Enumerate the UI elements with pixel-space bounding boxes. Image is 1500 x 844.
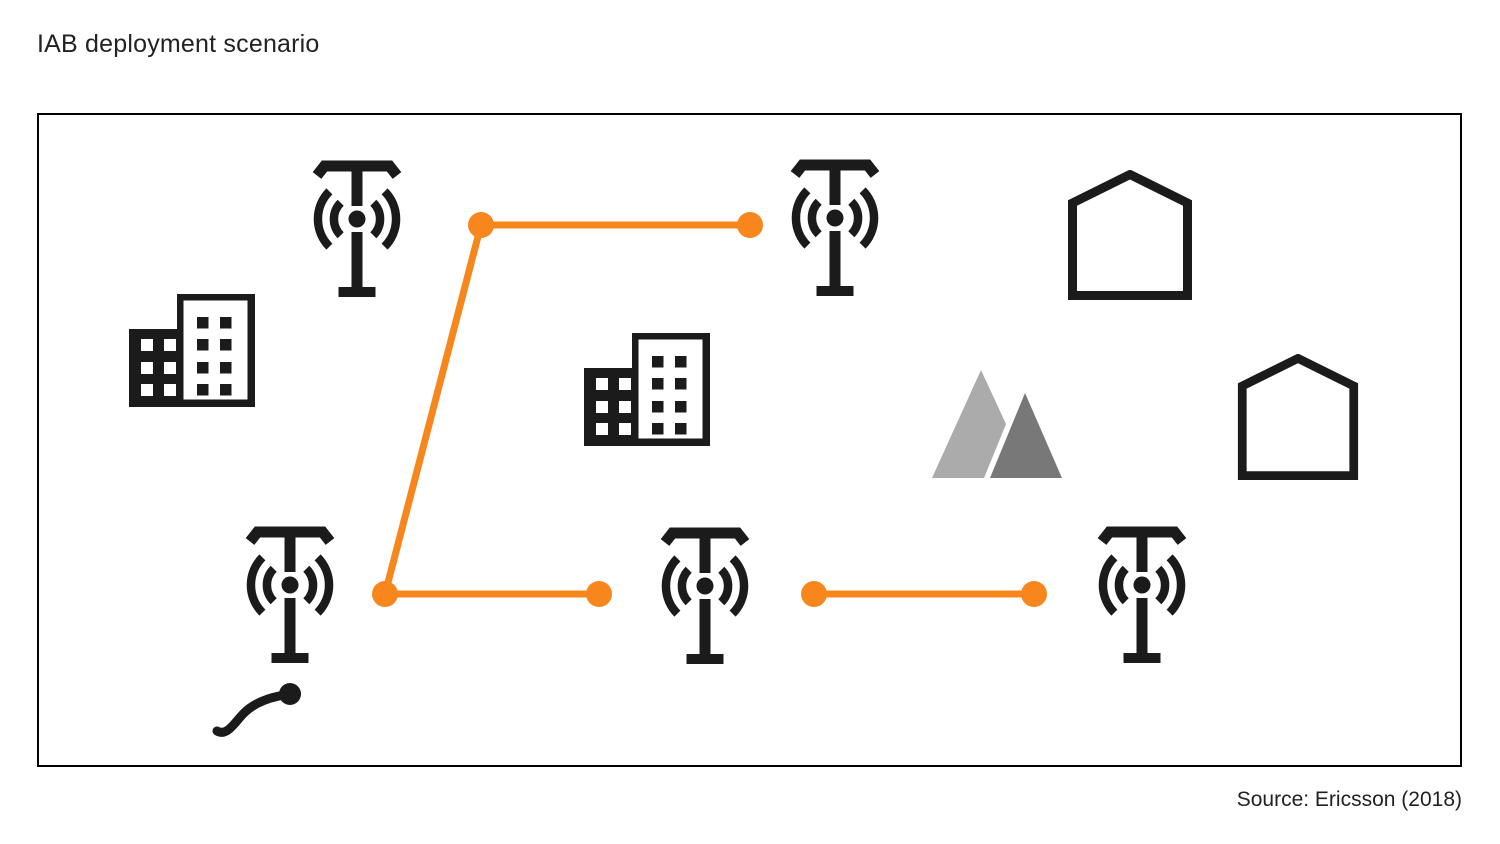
- diagram-panel: [37, 113, 1462, 767]
- cell-tower-icon-bottom-right: [1090, 517, 1194, 669]
- link-node-dot: [801, 581, 827, 607]
- house-icon-right: [1237, 354, 1359, 480]
- link-node-dot: [586, 581, 612, 607]
- cell-tower-icon-top-right: [783, 150, 887, 302]
- cell-tower-icon-top-left: [305, 151, 409, 303]
- link-node-dot: [1021, 581, 1047, 607]
- link-node-dot: [372, 581, 398, 607]
- fiber-cable-icon: [212, 683, 301, 737]
- office-building-icon-left: [129, 294, 255, 407]
- links-overlay: [212, 212, 1047, 737]
- link-node-dot: [468, 212, 494, 238]
- mountains-icon: [932, 370, 1062, 478]
- office-building-icon-center: [584, 333, 710, 446]
- link-node-dot: [737, 212, 763, 238]
- backhaul-link-line: [381, 224, 485, 595]
- cell-tower-icon-bottom-center: [653, 518, 757, 670]
- source-caption: Source: Ericsson (2018): [1236, 788, 1462, 811]
- figure-title: IAB deployment scenario: [37, 30, 320, 58]
- link-node-dots: [372, 212, 1047, 607]
- cell-tower-icon-bottom-left: [238, 517, 342, 669]
- house-icon-top-right: [1068, 170, 1192, 300]
- backhaul-links: [381, 221, 1034, 598]
